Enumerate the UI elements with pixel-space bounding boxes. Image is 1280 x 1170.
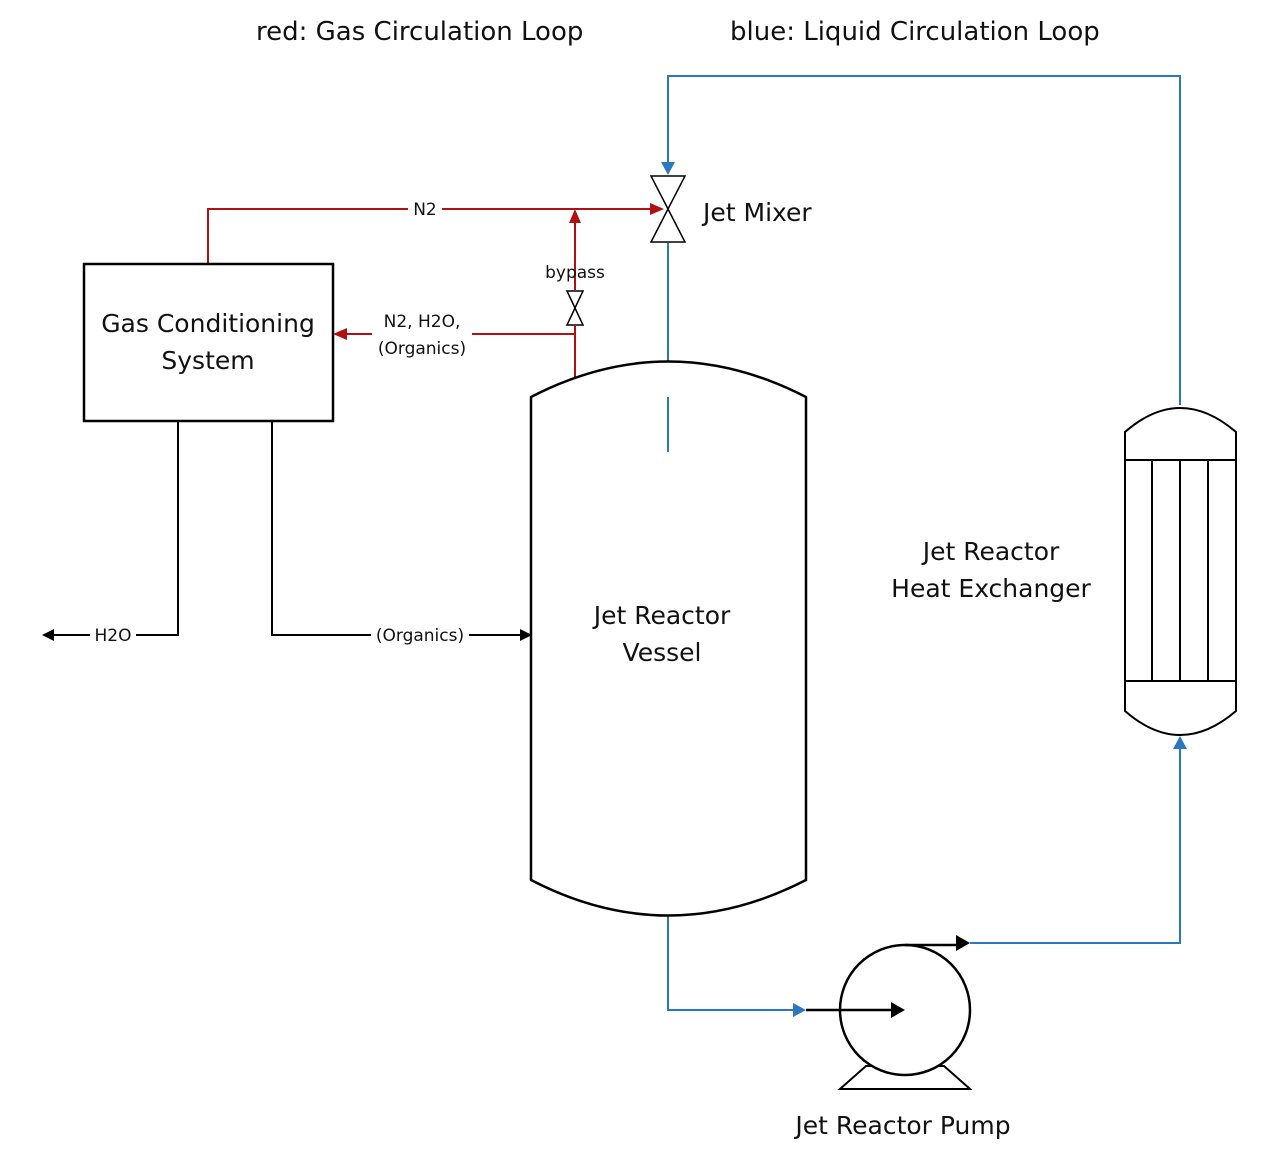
gas-return-label-bg — [372, 308, 472, 360]
gas-return-label-1: N2, H2O, — [384, 312, 461, 332]
pump-inlet-arrowhead — [793, 1003, 806, 1017]
n2-supply-pipe — [207, 208, 655, 263]
organics-pipe — [271, 421, 522, 636]
gas-conditioning-label-1: Gas Conditioning — [101, 309, 315, 338]
hx-inlet-arrowhead — [1173, 736, 1187, 749]
gas-conditioning-box — [82, 262, 335, 423]
mixer-inlet-arrowhead — [661, 162, 675, 175]
organics-arrowhead — [520, 629, 532, 641]
bypass-valve-top — [565, 290, 585, 310]
bypass-label: bypass — [545, 263, 605, 283]
n2-arrowhead — [650, 203, 664, 215]
h2o-outlet-pipe — [52, 421, 179, 636]
jet-mixer-label: Jet Mixer — [701, 198, 812, 227]
hx-to-mixer-pipe — [667, 75, 1181, 405]
organics-label-bg — [371, 624, 469, 646]
organics-label: (Organics) — [376, 626, 464, 646]
hx-label-2: Heat Exchanger — [891, 574, 1091, 603]
utility-lines: H2O (Organics) — [42, 421, 532, 646]
vessel-label-1: Jet Reactor — [592, 601, 731, 630]
legend-liquid-loop: blue: Liquid Circulation Loop — [730, 17, 1100, 47]
h2o-arrowhead — [42, 629, 54, 641]
n2-label: N2 — [413, 200, 437, 220]
vessel-label-2: Vessel — [623, 638, 702, 667]
pump-label: Jet Reactor Pump — [793, 1111, 1010, 1140]
gas-conditioning-label-2: System — [161, 346, 254, 375]
hx-label-1: Jet Reactor — [921, 537, 1060, 566]
gas-return-arrowhead — [333, 328, 347, 340]
jet-mixer-top — [649, 175, 687, 211]
bypass-valve-bottom — [565, 306, 585, 326]
gas-return-label-2: (Organics) — [378, 339, 466, 359]
gas-conditioning-system: Gas Conditioning System — [82, 262, 335, 423]
jet-reactor-heat-exchanger: Jet Reactor Heat Exchanger — [891, 407, 1237, 736]
gas-circulation-loop: N2 bypass N2, H2O, (Organics) — [207, 199, 664, 377]
bypass-arrowhead — [569, 209, 581, 223]
vessel-shell — [529, 360, 808, 917]
pump-discharge-arrowhead — [956, 935, 970, 951]
pump-to-hx-pipe — [970, 748, 1181, 944]
jet-mixer: Jet Mixer — [649, 175, 812, 243]
pump-base — [837, 1065, 973, 1090]
legend-gas-loop: red: Gas Circulation Loop — [256, 17, 583, 47]
h2o-label: H2O — [95, 626, 132, 646]
jet-reactor-pump: Jet Reactor Pump — [793, 935, 1011, 1140]
vessel-to-pump-pipe — [667, 912, 795, 1011]
n2-label-bg — [408, 199, 442, 219]
pump-suction-arrowhead — [891, 1002, 905, 1018]
jet-reactor-vessel: Jet Reactor Vessel — [529, 360, 808, 917]
jet-mixer-bottom — [649, 207, 687, 243]
h2o-label-bg — [90, 624, 136, 646]
